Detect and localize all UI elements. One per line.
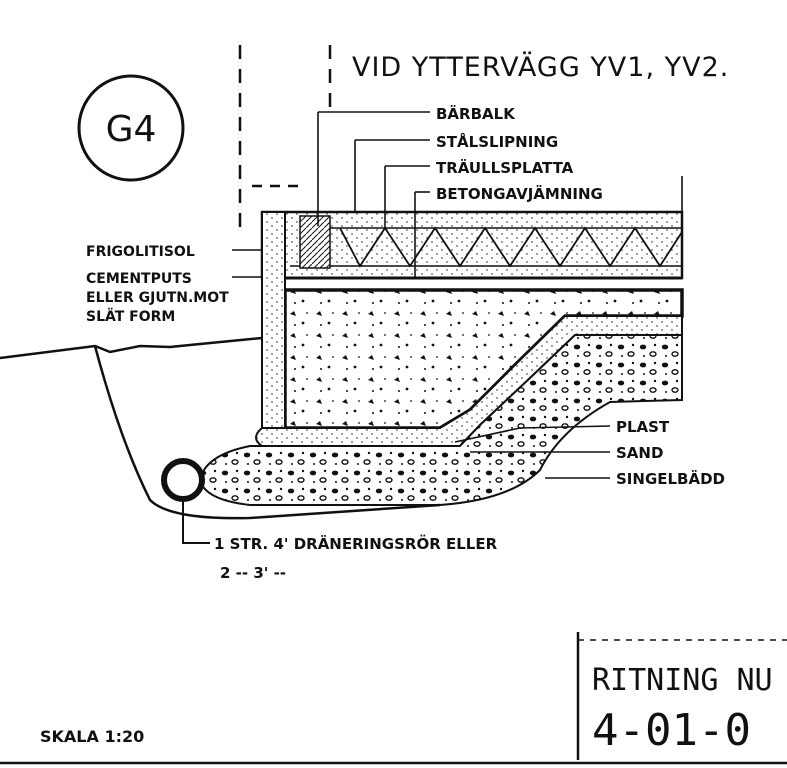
label-cementputs: CEMENTPUTS — [86, 271, 192, 287]
drain-note-2: 2 -- 3' -- — [220, 564, 286, 582]
drain-note-1: 1 STR. 4' DRÄNERINGSRÖR ELLER — [214, 534, 498, 553]
drawing-title: VID YTTERVÄGG YV1, YV2. — [352, 51, 729, 83]
label-betongavjamning: BETONGAVJÄMNING — [436, 184, 603, 203]
leader-lines-left — [232, 249, 262, 278]
label-eller-gjuten: ELLER GJUTN.MOT — [86, 290, 229, 306]
detail-id: G4 — [106, 109, 157, 150]
title-block: RITNING NU 4-01-0 — [576, 632, 787, 760]
floor-slab — [260, 210, 684, 280]
gravel-bed — [198, 334, 683, 506]
scale-label: SKALA 1:20 — [40, 727, 144, 746]
label-slat-form: SLÄT FORM — [86, 308, 175, 325]
label-sand: SAND — [616, 444, 663, 462]
labels-left: FRIGOLITISOL CEMENTPUTS ELLER GJUTN.MOT … — [86, 244, 229, 325]
label-barbalk: BÄRBALK — [436, 104, 516, 123]
leader-lines-right — [317, 111, 683, 479]
drawing-number: 4-01-0 — [592, 705, 751, 756]
labels-right: BÄRBALK STÅLSLIPNING TRÄULLSPLATTA BETON… — [436, 104, 725, 488]
drain-leader — [182, 499, 210, 544]
ground-line — [0, 336, 263, 360]
title-block-label: RITNING NU — [592, 663, 773, 698]
excavation-line — [93, 345, 441, 520]
detail-circle — [77, 74, 185, 182]
label-singelbadd: SINGELBÄDD — [616, 469, 725, 488]
drain-pipe — [161, 458, 205, 502]
label-traullsplatta: TRÄULLSPLATTA — [436, 158, 574, 177]
wall-outline-dashed — [238, 45, 332, 228]
label-frigolitisol: FRIGOLITISOL — [86, 244, 195, 260]
exterior-wall-band — [261, 211, 286, 443]
label-stalslipning: STÅLSLIPNING — [436, 132, 558, 151]
label-plast: PLAST — [616, 418, 670, 436]
